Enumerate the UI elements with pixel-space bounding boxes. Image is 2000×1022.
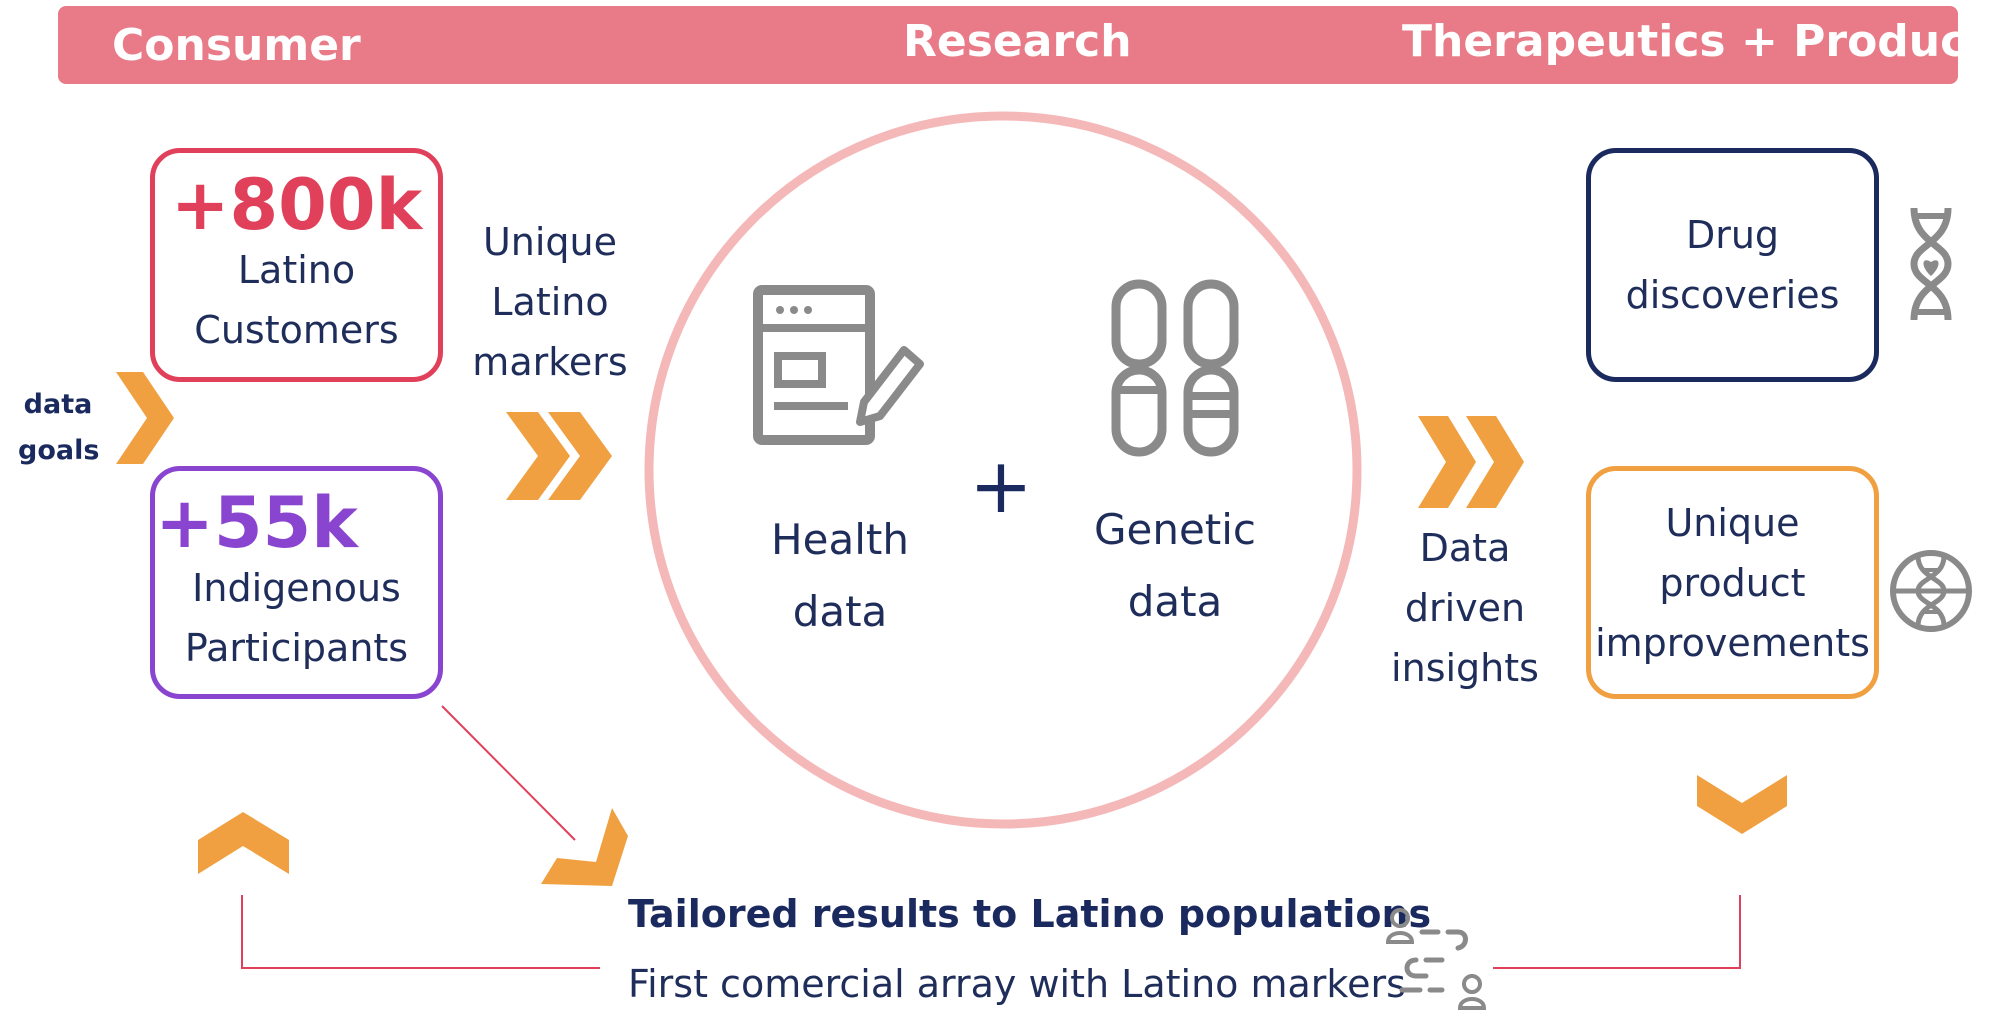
research-circle [644,111,1362,829]
insights-line3: insights [1391,646,1539,690]
markers-line1: Unique [482,220,618,264]
product-improvements-line1: Unique [1665,500,1800,545]
insights-line1: Data [1419,526,1511,570]
insights-line2: driven [1404,586,1526,630]
product-improvements-line2: product [1659,560,1806,605]
genetic-data-line2: data [1127,577,1223,626]
down-chevron-icon [1697,775,1787,834]
dna-heart-icon [1910,207,1952,321]
results-subtitle: First comercial array with Latino marker… [628,962,1406,1006]
latino-customers-box: +800k Latino Customers [150,148,443,382]
double-chevron-right-a-icon [1418,416,1476,508]
down-left-chevron-icon [541,808,628,886]
latino-customers-line1: Latino [237,248,356,292]
data-goals-line1: data [23,389,93,420]
dna-globe-icon [1890,550,1972,632]
health-data-line2: data [792,587,888,636]
unique-latino-markers-label: Unique Latino markers [460,212,640,392]
indigenous-participants-line2: Participants [184,625,409,670]
genetic-data-label: Genetic data [1075,494,1275,638]
latino-customers-line2: Customers [194,308,399,352]
left-return-connector [241,895,600,969]
product-improvements-line3: improvements [1595,620,1870,665]
header-bar [58,6,1958,84]
data-goals-line2: goals [18,435,100,466]
health-data-line1: Health [771,515,909,564]
drug-discoveries-box: Drug discoveries [1586,148,1879,382]
double-chevron-left-b-icon [548,412,612,500]
plus-sign: + [969,441,1033,530]
health-data-label: Health data [740,504,940,648]
people-flow-icon [1385,908,1487,1010]
chromosome-icon [1111,279,1239,457]
results-title: Tailored results to Latino populations [628,892,1432,936]
data-goals-chevron-icon [116,372,174,464]
indigenous-participants-count: +55k [155,481,358,564]
latino-customers-count: +800k [170,164,423,246]
data-driven-insights-label: Data driven insights [1375,518,1555,698]
indigenous-participants-line1: Indigenous [192,565,401,610]
drug-discoveries-line1: Drug [1685,213,1780,257]
health-record-icon [753,285,924,445]
markers-line3: markers [472,340,628,384]
drug-discoveries-line2: discoveries [1625,273,1840,317]
data-goals-label: data goals [18,382,100,474]
double-chevron-right-b-icon [1466,416,1524,508]
indigenous-participants-box: +55k Indigenous Participants [150,466,443,699]
markers-line2: Latino [491,280,609,324]
up-chevron-icon [198,812,289,874]
genetic-data-line1: Genetic [1093,505,1257,554]
header-research: Research [903,16,1132,67]
right-return-connector [1493,895,1741,969]
header-consumer: Consumer [112,20,361,71]
double-chevron-left-a-icon [506,412,570,500]
diagonal-connector [441,705,576,841]
header-therapeutics: Therapeutics + Product [1402,16,1988,67]
product-improvements-box: Unique product improvements [1586,466,1879,699]
